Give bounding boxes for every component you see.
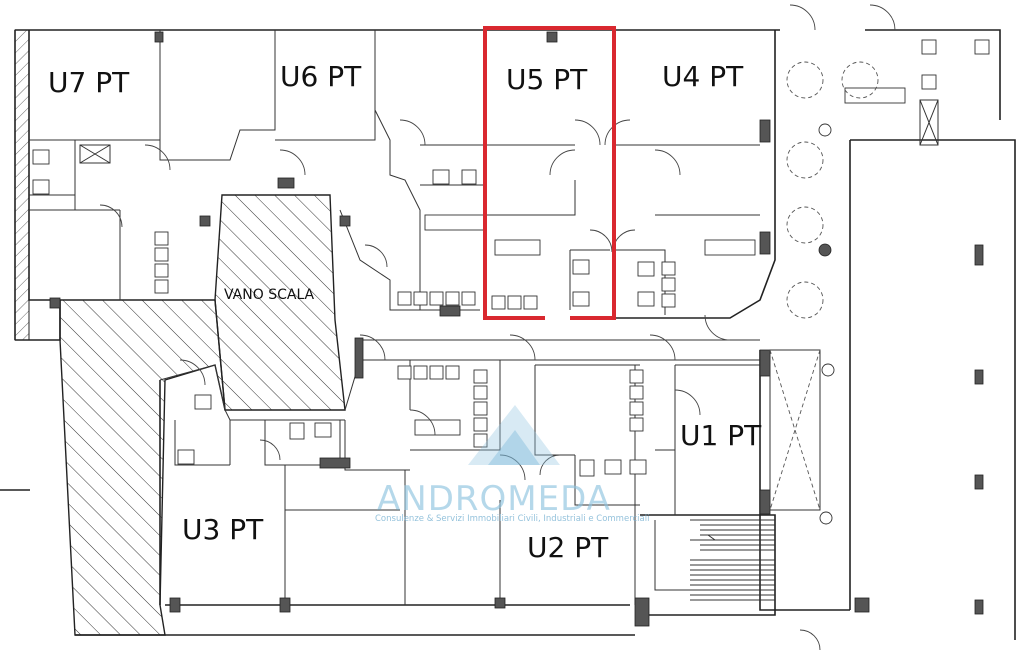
andromeda-watermark: ANDROMEDA Consulenze & Servizi Immobilia… xyxy=(375,405,649,524)
watermark-subtitle: Consulenze & Servizi Immobiliari Civili,… xyxy=(375,514,649,524)
east-staircase xyxy=(690,349,821,601)
u5-highlight-outline xyxy=(483,26,616,320)
unit-label-u5: U5 PT xyxy=(506,63,588,96)
bathroom-fixtures xyxy=(32,39,990,477)
unit-labels: U7 PT U6 PT U5 PT U4 PT U1 PT U3 PT U2 P… xyxy=(48,60,762,564)
unit-label-u1: U1 PT xyxy=(680,419,762,452)
lower-left-hatch xyxy=(59,299,226,636)
outdoor-planters xyxy=(786,61,879,525)
left-wall-hatch xyxy=(14,29,30,341)
pillars xyxy=(49,31,984,627)
unit-label-u6: U6 PT xyxy=(280,60,362,93)
doors xyxy=(99,4,896,651)
unit-label-u3: U3 PT xyxy=(182,513,264,546)
watermark-title: ANDROMEDA xyxy=(377,479,611,519)
desk-chairs xyxy=(154,231,676,448)
unit-label-u7: U7 PT xyxy=(48,66,130,99)
stair-label: VANO SCALA xyxy=(224,287,315,303)
unit-label-u2: U2 PT xyxy=(527,531,609,564)
unit-label-u4: U4 PT xyxy=(662,60,744,93)
interior-walls xyxy=(29,30,775,605)
